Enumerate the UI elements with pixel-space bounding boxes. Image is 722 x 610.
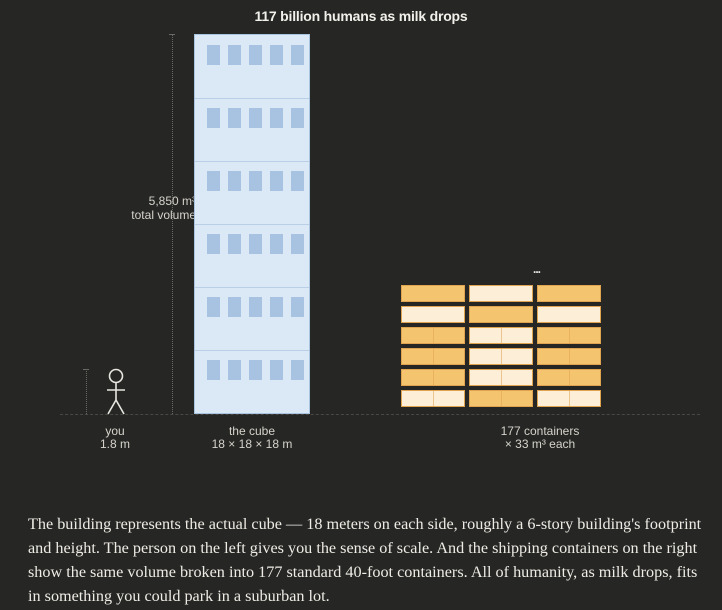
cube-window bbox=[291, 171, 304, 191]
cube-window bbox=[228, 45, 241, 65]
cube-window bbox=[270, 45, 283, 65]
volume-label: 5,850 m³ total volume bbox=[96, 194, 196, 222]
cube-window bbox=[249, 45, 262, 65]
container-panel-divider bbox=[569, 370, 570, 385]
shipping-container bbox=[537, 348, 601, 365]
cube-window bbox=[207, 45, 220, 65]
container-panel-divider bbox=[569, 328, 570, 343]
container-panel-divider bbox=[433, 328, 434, 343]
shipping-container bbox=[401, 306, 465, 323]
shipping-container bbox=[469, 306, 533, 323]
cube-window bbox=[207, 360, 220, 380]
cube-window bbox=[291, 108, 304, 128]
person-height-line bbox=[86, 369, 87, 414]
cube-window bbox=[228, 108, 241, 128]
container-panel-divider bbox=[501, 370, 502, 385]
volume-value: 5,850 m³ bbox=[148, 194, 196, 208]
person-label: you 1.8 m bbox=[85, 425, 145, 451]
cube-window bbox=[249, 171, 262, 191]
cube-window bbox=[270, 234, 283, 254]
cube-window bbox=[249, 108, 262, 128]
ground-line bbox=[60, 414, 700, 415]
cube-floor-line bbox=[195, 98, 309, 99]
cube-window bbox=[291, 360, 304, 380]
cube-window bbox=[207, 171, 220, 191]
container-panel-divider bbox=[501, 391, 502, 406]
more-containers-indicator: ... bbox=[533, 262, 541, 276]
shipping-container bbox=[537, 369, 601, 386]
containers-each: × 33 m³ each bbox=[504, 437, 576, 451]
shipping-container bbox=[469, 348, 533, 365]
volume-top-tick bbox=[169, 34, 175, 35]
containers-label: 177 containers × 33 m³ each bbox=[460, 425, 620, 451]
cube-window bbox=[291, 234, 304, 254]
cube-window bbox=[207, 297, 220, 317]
person-name: you bbox=[105, 424, 125, 438]
cube-name: the cube bbox=[228, 424, 276, 438]
cube-label: the cube 18 × 18 × 18 m bbox=[192, 425, 312, 451]
cube-window bbox=[207, 234, 220, 254]
shipping-container bbox=[469, 285, 533, 302]
cube-window bbox=[291, 45, 304, 65]
explanation-paragraph: The building represents the actual cube … bbox=[28, 515, 702, 605]
container-panel-divider bbox=[433, 391, 434, 406]
container-panel-divider bbox=[433, 370, 434, 385]
person-height: 1.8 m bbox=[99, 437, 130, 451]
cube-window bbox=[249, 297, 262, 317]
containers-name: 177 containers bbox=[500, 424, 580, 438]
cube-window bbox=[228, 297, 241, 317]
shipping-container bbox=[537, 390, 601, 407]
cube-building bbox=[194, 34, 310, 414]
stick-figure-icon bbox=[107, 368, 125, 415]
shipping-container bbox=[537, 306, 601, 323]
cube-window bbox=[228, 234, 241, 254]
volume-caption: total volume bbox=[131, 208, 196, 222]
shipping-container bbox=[469, 390, 533, 407]
cube-window bbox=[291, 297, 304, 317]
cube-floor-line bbox=[195, 287, 309, 288]
cube-floor-line bbox=[195, 224, 309, 225]
cube-window bbox=[228, 171, 241, 191]
cube-floor-line bbox=[195, 161, 309, 162]
shipping-container bbox=[469, 327, 533, 344]
shipping-container bbox=[401, 390, 465, 407]
shipping-container bbox=[401, 327, 465, 344]
cube-window bbox=[270, 360, 283, 380]
shipping-container bbox=[469, 369, 533, 386]
shipping-container bbox=[401, 348, 465, 365]
cube-window bbox=[270, 297, 283, 317]
container-panel-divider bbox=[501, 349, 502, 364]
cube-window bbox=[249, 234, 262, 254]
volume-height-line bbox=[172, 34, 173, 414]
cube-dims: 18 × 18 × 18 m bbox=[211, 437, 293, 451]
cube-window bbox=[228, 360, 241, 380]
cube-window bbox=[207, 108, 220, 128]
shipping-container bbox=[537, 285, 601, 302]
cube-floor-line bbox=[195, 350, 309, 351]
shipping-container bbox=[401, 369, 465, 386]
diagram-title: 117 billion humans as milk drops bbox=[254, 8, 468, 24]
shipping-container bbox=[537, 327, 601, 344]
container-panel-divider bbox=[569, 349, 570, 364]
container-panel-divider bbox=[433, 349, 434, 364]
shipping-container bbox=[401, 285, 465, 302]
container-panel-divider bbox=[501, 328, 502, 343]
container-panel-divider bbox=[569, 391, 570, 406]
person-top-tick bbox=[83, 369, 89, 370]
cube-window bbox=[270, 171, 283, 191]
cube-window bbox=[270, 108, 283, 128]
cube-window bbox=[249, 360, 262, 380]
